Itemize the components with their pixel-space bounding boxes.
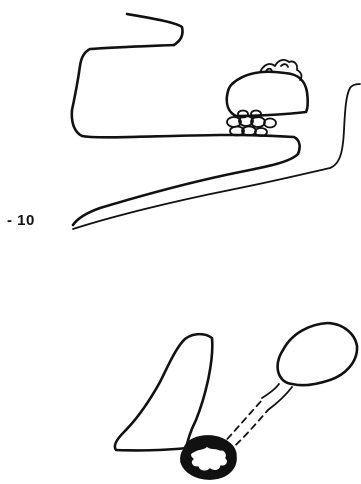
lower-figure bbox=[115, 323, 357, 479]
joined-node bbox=[181, 436, 236, 479]
jaw-top-hook bbox=[127, 14, 183, 45]
scale-label: - 10 bbox=[7, 212, 35, 229]
left-lobe bbox=[115, 334, 212, 450]
jaw-inner-line bbox=[73, 84, 360, 229]
stalk-line-1 bbox=[262, 384, 279, 398]
upper-figure bbox=[72, 14, 360, 229]
right-lobe bbox=[278, 323, 357, 385]
upper-tooth-block bbox=[227, 72, 308, 116]
